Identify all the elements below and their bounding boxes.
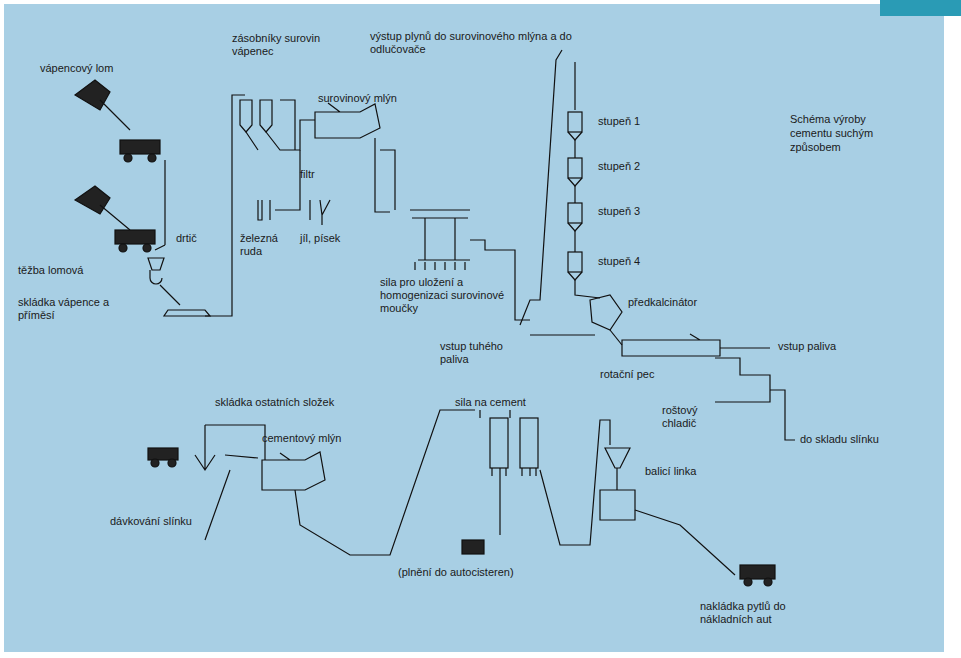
equipment-label: stupeň 4 xyxy=(598,255,658,268)
equipment-label: vstup tuhého paliva xyxy=(440,340,520,366)
equipment-label: skládka ostatních složek xyxy=(215,396,385,409)
equipment-label: předkalcinátor xyxy=(628,296,728,309)
equipment-label: vápencový lom xyxy=(40,62,160,75)
corner-tab xyxy=(880,0,961,16)
equipment-label: dávkování slínku xyxy=(110,515,230,528)
equipment-label: stupeň 1 xyxy=(598,115,658,128)
panel xyxy=(4,4,944,652)
equipment-label: cementový mlýn xyxy=(262,432,372,445)
equipment-label: drtič xyxy=(176,232,216,245)
equipment-label: jíl, písek xyxy=(300,232,360,245)
equipment-label: vstup paliva xyxy=(778,340,868,353)
equipment-label: zásobníky surovin vápenec xyxy=(232,32,342,58)
equipment-label: balicí linka xyxy=(645,465,735,478)
equipment-label: skládka vápence a příměsí xyxy=(18,296,128,322)
equipment-label: filtr xyxy=(300,168,340,181)
equipment-label: železná ruda xyxy=(240,232,290,258)
equipment-label: sila pro uložení a homogenizaci surovino… xyxy=(380,276,510,315)
equipment-label: (plnění do autocisteren) xyxy=(398,566,568,579)
equipment-label: surovinový mlýn xyxy=(318,92,428,105)
equipment-label: sila na cement xyxy=(455,396,555,409)
equipment-label: roštový chladič xyxy=(662,404,722,430)
equipment-label: do skladu slínku xyxy=(800,433,940,446)
equipment-label: těžba lomová xyxy=(18,264,118,277)
equipment-label: stupeň 3 xyxy=(598,205,658,218)
equipment-label: stupeň 2 xyxy=(598,160,658,173)
equipment-label: rotační pec xyxy=(600,368,690,381)
diagram-title: Schéma výroby cementu suchým způsobem xyxy=(790,112,910,154)
equipment-label: nakládka pytlů do nákladních aut xyxy=(700,600,840,626)
equipment-label: výstup plynů do surovinového mlýna a do … xyxy=(370,30,630,56)
